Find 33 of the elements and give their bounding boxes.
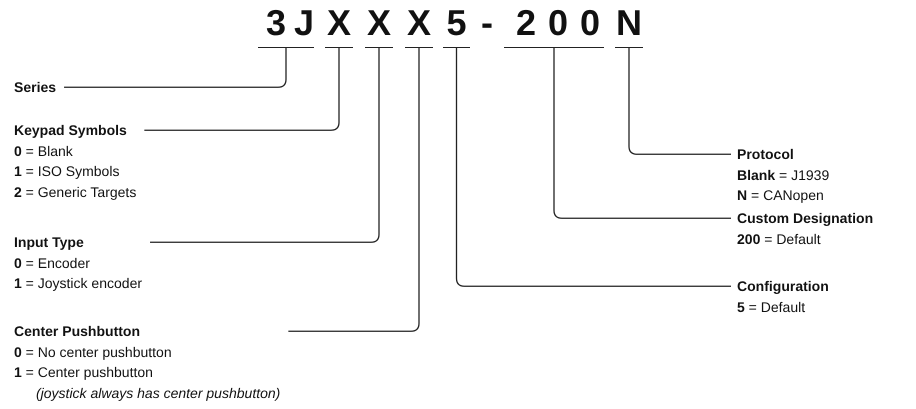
leader-line xyxy=(150,48,380,243)
field-heading: Series xyxy=(14,78,56,97)
separator-dash: - xyxy=(481,1,493,45)
code-segment: X xyxy=(325,0,353,48)
field-heading: Keypad Symbols xyxy=(14,121,128,140)
leader-line xyxy=(64,48,287,88)
code-segment: 5 xyxy=(443,0,470,48)
leader-line xyxy=(288,48,420,332)
option-text: 0 = Blank xyxy=(14,142,74,160)
code-segment: 200 xyxy=(504,0,604,48)
option-text: Blank = J1939 xyxy=(737,166,830,184)
leader-line xyxy=(553,48,731,219)
field-heading: Input Type xyxy=(14,233,85,252)
option-text: 1 = Center pushbutton (joystick always has center pushbutton) xyxy=(14,363,280,403)
code-segment: N xyxy=(615,0,643,48)
field-heading: Custom Designation xyxy=(737,209,874,228)
option-text: 200 = Default xyxy=(737,230,822,248)
option-text: 1 = ISO Symbols xyxy=(14,162,120,181)
field-heading: Center Pushbutton xyxy=(14,322,141,341)
field-heading: Configuration xyxy=(737,277,829,296)
code-segment: 3J xyxy=(258,0,314,48)
option-text: 1 = Joystick encoder xyxy=(14,274,142,293)
code-segment: X xyxy=(365,0,393,48)
option-text: N = CANopen xyxy=(737,186,825,205)
code-segment: X xyxy=(405,0,433,48)
option-text: 0 = Encoder xyxy=(14,254,91,272)
leader-line xyxy=(628,48,731,155)
leader-line xyxy=(456,48,731,287)
field-heading: Protocol xyxy=(737,145,795,164)
leader-line xyxy=(144,48,340,131)
option-text: 2 = Generic Targets xyxy=(14,182,136,202)
option-text: 0 = No center pushbutton xyxy=(14,342,173,362)
option-text: 5 = Default xyxy=(737,298,806,316)
